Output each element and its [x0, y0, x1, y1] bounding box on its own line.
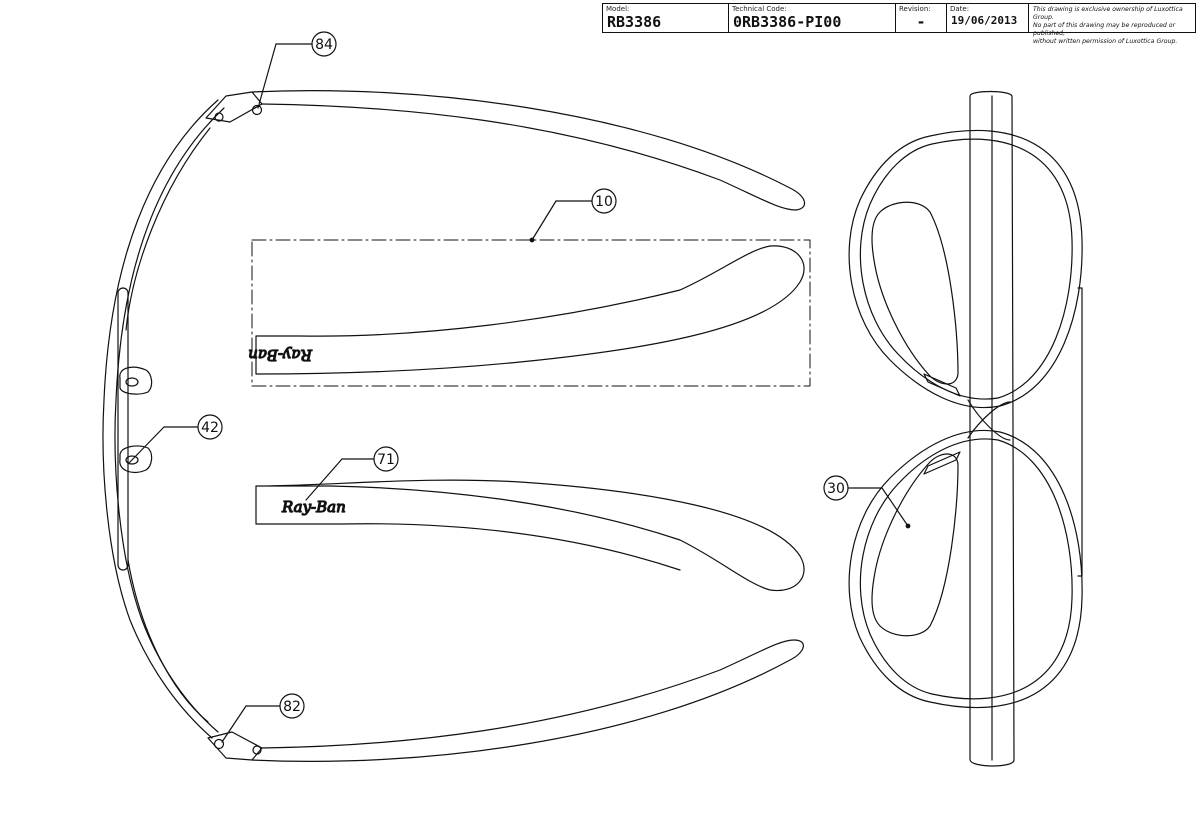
balloon-42-label: 42 [201, 420, 219, 436]
date-cell: Date: 19/06/2013 [947, 4, 1029, 32]
technical-code-value: 0RB3386-PI00 [733, 13, 842, 31]
lens-bottom-outer [848, 429, 1083, 709]
temple-arm-top [251, 90, 806, 211]
leader-30-dot [905, 523, 911, 529]
balloon-30-label: 30 [827, 481, 845, 497]
temple-detail-views: Ray-Ban Ray-Ban [248, 239, 811, 592]
leader-10-dot [529, 237, 535, 243]
revision-cell: Revision: - [896, 4, 947, 32]
lens-top-inner [859, 138, 1073, 400]
leader-10b [531, 200, 557, 241]
temple-71-logo: Ray-Ban [281, 498, 346, 516]
leader-42b [127, 426, 165, 465]
pad-arm-bottom [923, 451, 961, 475]
nose-pad-top [119, 366, 153, 395]
nose-pad-bottom-inner [125, 455, 139, 465]
ownership-notice: This drawing is exclusive ownership of L… [1029, 4, 1195, 45]
title-block: Model: RB3386 Technical Code: 0RB3386-PI… [602, 3, 1196, 45]
revision-label: Revision: [899, 5, 931, 13]
rivet-top [214, 112, 224, 122]
notice-line-3: without written permission of Luxottica … [1033, 38, 1178, 45]
temple-71 [255, 479, 805, 592]
screw-84 [251, 104, 263, 116]
bridge-bar [117, 287, 129, 571]
leader-84b [257, 43, 277, 109]
notice-line-1: This drawing is exclusive ownership of L… [1033, 6, 1183, 21]
nose-pad-bottom [119, 445, 153, 473]
lens-bottom-highlight [871, 453, 959, 637]
front-view [848, 90, 1083, 767]
end-piece-right [1077, 287, 1083, 577]
leader-30b [881, 487, 909, 527]
hinge-bottom [207, 731, 263, 761]
lens-top-highlight [871, 201, 959, 385]
balloon-84 [311, 31, 337, 57]
screw-82 [213, 738, 225, 750]
notice-line-2: No part of this drawing may be reproduce… [1033, 22, 1176, 37]
balloon-30 [823, 475, 849, 501]
front-temple-stem [969, 90, 1015, 767]
balloon-71-label: 71 [377, 452, 395, 468]
balloon-82-label: 82 [283, 699, 301, 715]
lens-top-outer [848, 129, 1083, 409]
balloon-71 [373, 446, 399, 472]
balloon-10-label: 10 [595, 194, 613, 210]
leader-82b [221, 705, 247, 743]
model-cell: Model: RB3386 [603, 4, 729, 32]
pad-arm-top [923, 373, 961, 397]
rivet-bottom [252, 745, 262, 755]
callouts: 84 10 42 71 30 82 [127, 31, 911, 743]
model-label: Model: [606, 5, 630, 13]
front-rim-inner-3 [127, 559, 209, 723]
bridge-front [967, 399, 1011, 441]
technical-code-cell: Technical Code: 0RB3386-PI00 [729, 4, 896, 32]
model-value: RB3386 [607, 13, 662, 31]
date-value: 19/06/2013 [951, 14, 1018, 27]
hinge-top [205, 91, 263, 123]
balloon-84-label: 84 [315, 37, 333, 53]
date-label: Date: [950, 5, 970, 13]
technical-code-label: Technical Code: [732, 5, 787, 13]
front-rim-outer [102, 99, 219, 739]
temple-arm-bottom [251, 639, 804, 762]
revision-value: - [916, 13, 926, 31]
front-rim-inner-2 [125, 127, 211, 331]
balloon-42 [197, 414, 223, 440]
leader-71b [305, 458, 343, 501]
nose-pad-top-inner [125, 377, 139, 387]
lens-bottom-inner [859, 438, 1073, 700]
temple-10-logo: Ray-Ban [248, 346, 313, 364]
balloon-82 [279, 693, 305, 719]
top-view [102, 90, 806, 762]
balloon-10 [591, 188, 617, 214]
temple-10 [255, 245, 805, 375]
detail-frame-10 [251, 239, 811, 387]
